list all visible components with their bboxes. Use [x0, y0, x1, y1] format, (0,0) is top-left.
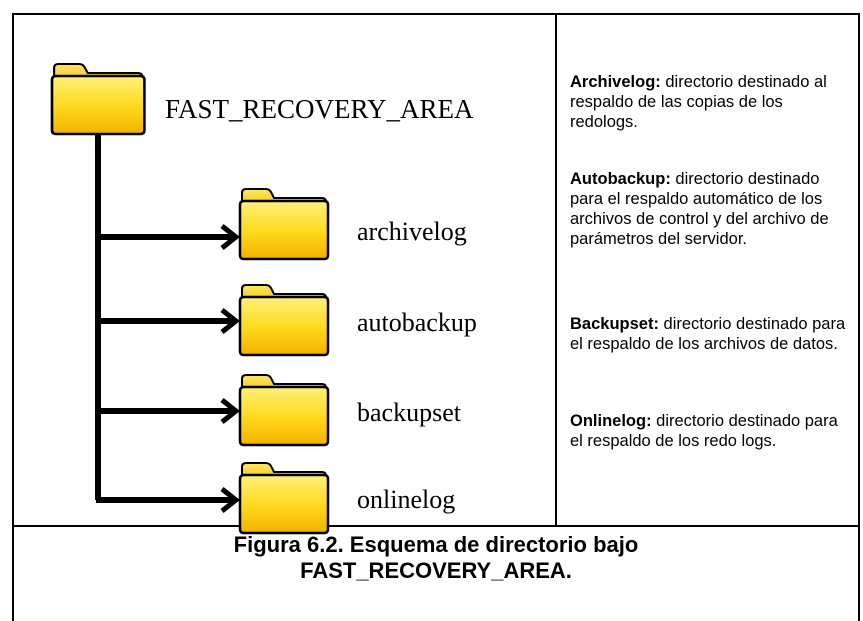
root-folder-label: FAST_RECOVERY_AREA — [165, 94, 474, 124]
description-term: Backupset: — [570, 315, 659, 333]
description-archivelog: Archivelog: directorio destinado al resp… — [570, 72, 855, 132]
caption-line-1: Figura 6.2. Esquema de directorio bajo — [233, 532, 639, 557]
autobackup-folder-icon — [238, 283, 330, 357]
description-term: Onlinelog: — [570, 412, 652, 430]
description-onlinelog: Onlinelog: directorio destinado para el … — [570, 411, 855, 451]
description-text: directorio destinado para el respaldo au… — [570, 170, 829, 248]
folder-label-backupset: backupset — [357, 398, 461, 427]
tree-connectors — [95, 132, 241, 513]
figure-caption: Figura 6.2. Esquema de directorio bajo F… — [12, 532, 860, 584]
description-term: Autobackup: — [570, 170, 671, 188]
figure-frame — [12, 13, 860, 621]
description-text: directorio destinado para el respaldo de… — [570, 315, 846, 353]
caption-divider — [12, 525, 860, 527]
description-backupset: Backupset: directorio destinado para el … — [570, 314, 855, 354]
column-divider — [555, 13, 557, 527]
caption-line-2: FAST_RECOVERY_AREA. — [300, 558, 572, 583]
description-autobackup: Autobackup: directorio destinado para el… — [570, 169, 855, 249]
description-text: directorio destinado para el respaldo de… — [570, 412, 838, 450]
description-term: Archivelog: — [570, 73, 661, 91]
folder-label-autobackup: autobackup — [357, 308, 477, 337]
onlinelog-folder-icon — [238, 461, 330, 535]
folder-label-onlinelog: onlinelog — [357, 485, 456, 514]
root-folder-icon — [50, 62, 146, 136]
description-text: directorio destinado al respaldo de las … — [570, 73, 827, 131]
folder-label-archivelog: archivelog — [357, 217, 467, 246]
backupset-folder-icon — [238, 373, 330, 447]
archivelog-folder-icon — [238, 187, 330, 261]
